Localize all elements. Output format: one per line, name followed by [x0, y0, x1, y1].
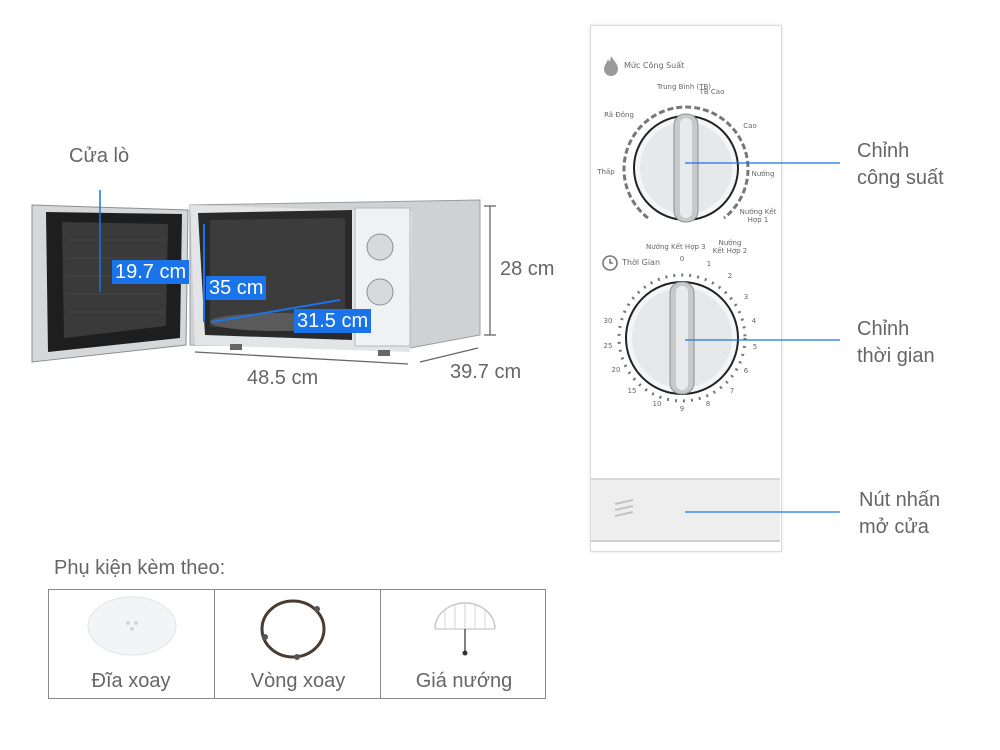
cavity-width-tag: 31.5 cm: [294, 309, 372, 333]
timer-callout: Chỉnh thời gian: [857, 318, 935, 367]
width-dimension: 48.5 cm: [247, 367, 319, 389]
timer-tick: 5: [752, 343, 758, 351]
grill-rack-icon: [434, 602, 496, 656]
door-button-callout: Nút nhấn mở cửa: [859, 489, 941, 538]
timer-tick: 10: [652, 400, 662, 408]
power-level-label: Nướng Kết Hợp 2: [712, 239, 748, 255]
timer-tick: 8: [705, 400, 711, 408]
accessory-item: Vòng xoay: [214, 589, 381, 699]
timer-tick: 0: [679, 255, 685, 263]
timer-tick: 1: [706, 260, 712, 268]
power-level-label: Nướng: [751, 170, 775, 178]
door-open-button[interactable]: [591, 478, 780, 542]
accessory-label: Đĩa xoay: [91, 670, 171, 692]
power-level-label: Nướng Kết Hợp 3: [646, 243, 706, 251]
power-level-label: Cao: [743, 122, 757, 130]
power-level-label: TB Cao: [699, 88, 725, 96]
microwave-open-image: [31, 190, 496, 365]
timer-title: Thời Gian: [622, 258, 661, 267]
depth-dimension: 39.7 cm: [450, 361, 522, 383]
clock-icon: [602, 255, 618, 271]
door-height-tag: 19.7 cm: [112, 260, 190, 284]
timer-tick: 7: [729, 387, 735, 395]
accessories-title: Phụ kiện kèm theo:: [54, 557, 226, 579]
accessory-label: Vòng xoay: [250, 670, 346, 692]
accessory-label: Giá nướng: [415, 670, 513, 692]
flame-icon: [604, 56, 618, 76]
accessories-box: [48, 589, 546, 699]
power-level-label: Trung Bình (TB): [656, 83, 712, 91]
timer-tick: 30: [603, 317, 613, 325]
timer-tick: 2: [727, 272, 733, 280]
power-level-label: Thấp: [597, 168, 615, 176]
power-level-label: Nướng Kết Hợp 1: [739, 208, 777, 224]
timer-tick: 15: [627, 387, 637, 395]
roller-ring-icon: [260, 599, 326, 660]
accessory-item: Giá nướng: [380, 589, 547, 699]
timer-tick: 3: [743, 293, 749, 301]
accessory-item: Đĩa xoay: [48, 589, 214, 699]
button-grip-icon: [614, 499, 634, 517]
turntable-plate-icon: [87, 596, 177, 656]
power-dial[interactable]: [618, 100, 754, 236]
timer-tick: 9: [679, 405, 685, 413]
timer-tick: 6: [743, 367, 749, 375]
door-label: Cửa lò: [69, 145, 130, 167]
power-callout: Chỉnh công suất: [857, 140, 944, 189]
timer-dial[interactable]: [612, 268, 752, 408]
cavity-depth-tag: 35 cm: [206, 276, 267, 300]
power-title: Mức Công Suất: [624, 61, 685, 70]
height-dimension: 28 cm: [500, 258, 555, 280]
timer-tick: 20: [611, 366, 621, 374]
callout-lines: [685, 162, 840, 513]
timer-tick: 4: [751, 317, 757, 325]
power-level-label: Rã Đông: [604, 111, 634, 119]
timer-tick: 25: [603, 342, 613, 350]
